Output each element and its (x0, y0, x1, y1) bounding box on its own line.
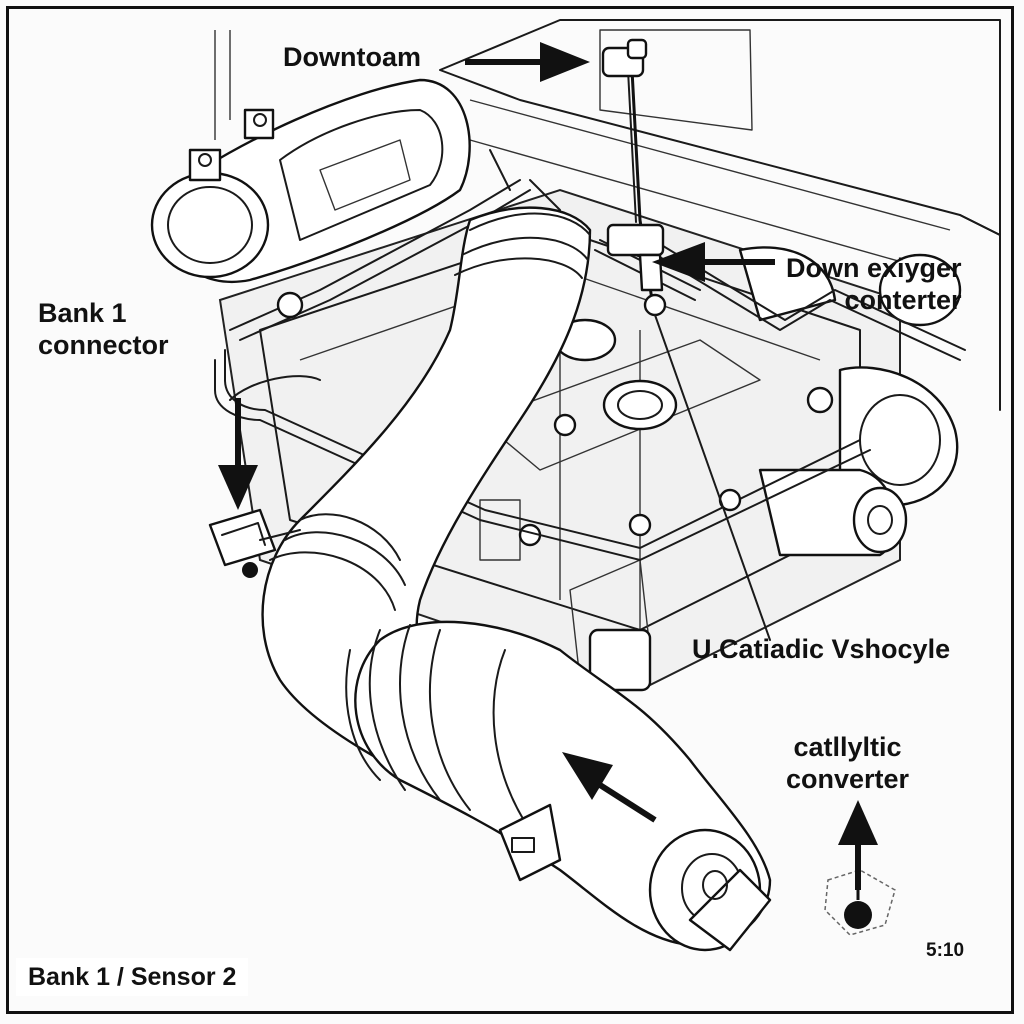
caption-bank-sensor: Bank 1 / Sensor 2 (16, 958, 249, 996)
label-bank1-connector-line1: Bank 1 (38, 298, 127, 328)
right-housings (738, 246, 962, 557)
air-intake (150, 78, 471, 284)
oxygen-sensor-wire (601, 38, 771, 641)
annotation-arrows (218, 42, 878, 890)
label-down-oxygen-converter: Down exiyger conterter (786, 252, 962, 317)
bank1-connector-plug (208, 508, 301, 578)
label-ucatiadic: U.Catiadic Vshocyle (692, 634, 951, 664)
label-bank1-connector: Bank 1 connector (38, 297, 169, 362)
diagram-border (6, 6, 1014, 1014)
scale-label: 5:10 (926, 940, 965, 961)
label-downtoam: Downtoam (283, 42, 421, 72)
label-bank1-connector-line2: connector (38, 330, 169, 361)
label-catalytic-line1: catllyltic (793, 732, 902, 762)
label-down-oxygen-line2: conterter (844, 285, 962, 316)
engine-bay-outline (214, 19, 1001, 411)
exhaust-downpipe (261, 206, 772, 952)
label-catalytic-converter: catllyltic converter (786, 731, 909, 796)
label-catalytic-line2: converter (786, 764, 910, 795)
label-down-oxygen-line1: Down exiyger (786, 253, 962, 283)
